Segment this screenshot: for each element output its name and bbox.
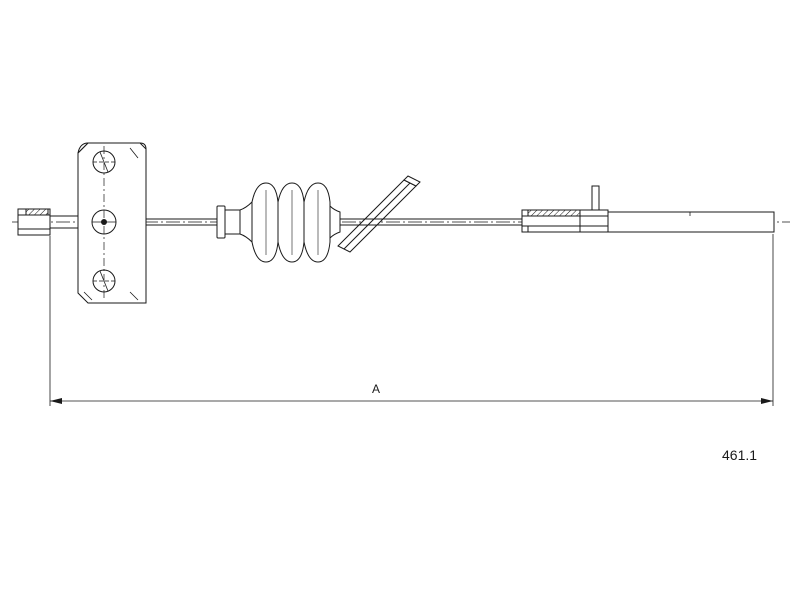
dimension-arrow-right: [761, 398, 773, 404]
angled-clip: [337, 175, 421, 253]
left-end-fitting: [17, 208, 78, 236]
mounting-bracket: [77, 142, 147, 304]
part-number: 461.1: [722, 447, 758, 463]
cable-sheath: [340, 218, 524, 226]
right-adjuster-sleeve: [521, 185, 609, 233]
dimension-label: A: [371, 382, 380, 396]
inner-cable-left: [146, 218, 218, 226]
rubber-boot: [216, 182, 341, 263]
right-end-rod: [607, 211, 775, 233]
dimension-arrow-left: [50, 398, 62, 404]
